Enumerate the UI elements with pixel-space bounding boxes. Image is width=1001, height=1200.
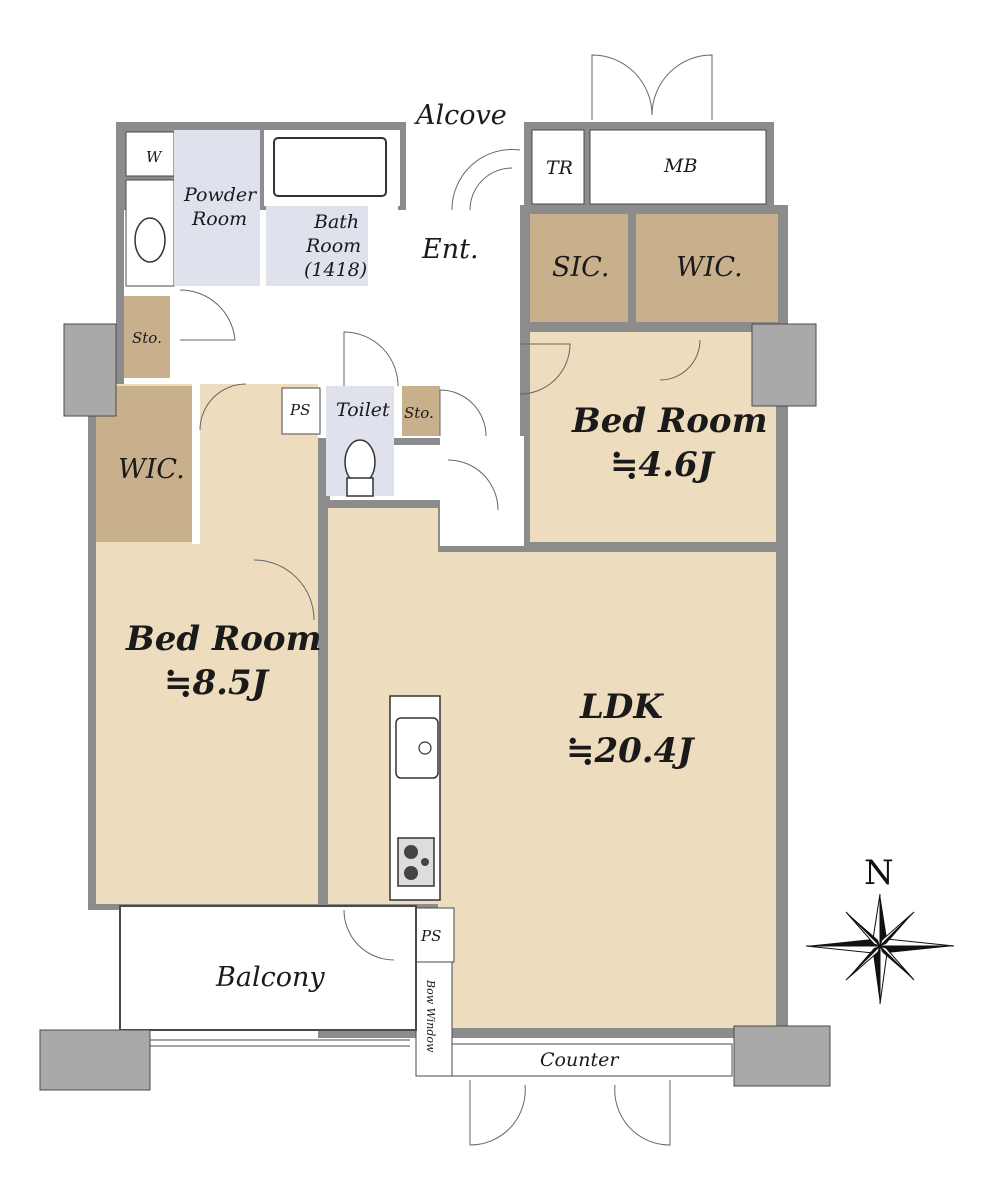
powder-room-label-1: Powder <box>183 184 258 206</box>
north-label: N <box>864 853 894 893</box>
floors <box>96 129 778 1077</box>
fixtures <box>134 137 441 901</box>
counter-label: Counter <box>540 1049 620 1071</box>
w-label: W <box>146 148 163 166</box>
compass-rose-icon <box>805 893 955 1005</box>
bath-room-label-2: Room <box>305 235 361 257</box>
tr-label: TR <box>546 157 573 179</box>
door-swings <box>179 54 713 1146</box>
balcony-label: Balcony <box>215 962 325 993</box>
bedroom-right-name: Bed Room <box>571 401 768 441</box>
bow-window-label: Bow Window <box>424 979 437 1053</box>
mb-label: MB <box>663 155 697 177</box>
ps-top-label: PS <box>289 401 310 419</box>
bedroom-right-size: ≒4.6J <box>610 445 716 485</box>
columns <box>39 323 831 1091</box>
bedroom-left-size: ≒8.5J <box>164 663 270 703</box>
bath-room-label-1: Bath <box>313 211 359 233</box>
ps-bottom-label: PS <box>420 927 441 945</box>
sto-toilet-label: Sto. <box>404 404 434 422</box>
sic-label: SIC. <box>552 252 609 283</box>
toilet-label: Toilet <box>336 399 390 421</box>
room-labels: Alcove Ent. W Powder Room Bath Room (141… <box>118 100 768 1071</box>
bedroom-left-name: Bed Room <box>125 619 322 659</box>
powder-room-label-2: Room <box>191 208 247 230</box>
wic-left-label: WIC. <box>118 454 185 485</box>
compass: N <box>805 853 955 1005</box>
alcove-label: Alcove <box>413 100 507 131</box>
ldk-size: ≒20.4J <box>566 731 695 771</box>
ldk-name: LDK <box>579 687 664 727</box>
entrance-label: Ent. <box>421 234 479 265</box>
wic-top-label: WIC. <box>676 252 743 283</box>
sto-left-label: Sto. <box>132 329 162 347</box>
bath-room-size: (1418) <box>304 259 367 281</box>
